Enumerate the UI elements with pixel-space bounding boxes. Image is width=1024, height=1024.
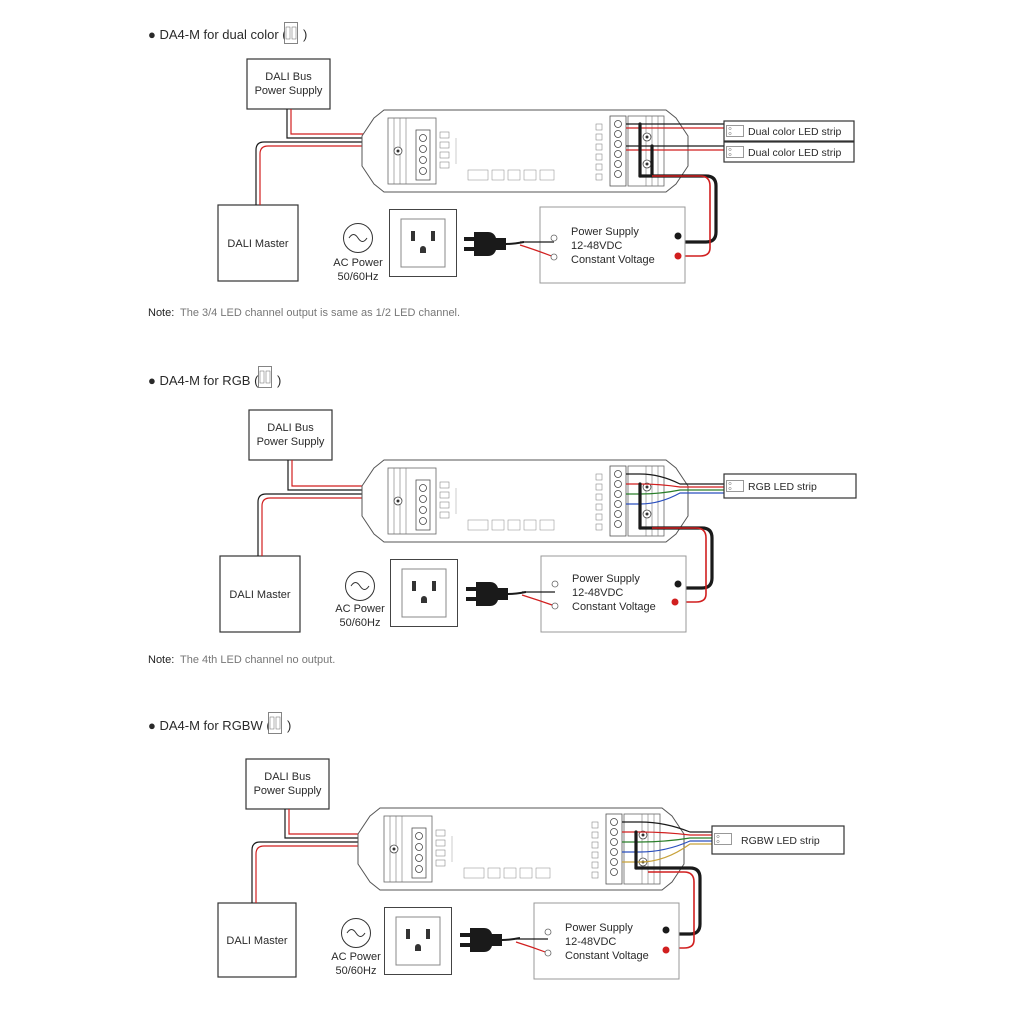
svg-text:DALI Bus: DALI Bus <box>264 771 311 783</box>
connector-icon <box>726 480 744 492</box>
led-strip <box>711 825 845 855</box>
svg-text:Dual color LED strip: Dual color LED strip <box>748 126 842 138</box>
led-strip <box>723 120 855 142</box>
section-heading: ● DA4-M for dual color ( <box>148 27 287 42</box>
dali-bus-power-supply <box>246 58 331 110</box>
wall-outlet-icon <box>384 907 452 975</box>
section-rgb: ● DA4-M for RGB ( ) DALI Bus Power Suppl… <box>148 366 857 666</box>
dali-master <box>217 204 299 282</box>
svg-text:AC Power: AC Power <box>333 257 383 269</box>
svg-text:AC Power: AC Power <box>331 951 381 963</box>
ac-power-icon <box>341 918 371 948</box>
section-rgbw: ● DA4-M for RGBW ( ) DALI Bus Power Supp… <box>148 712 845 980</box>
dali-master <box>217 902 297 978</box>
dip-switch-icon <box>258 366 272 388</box>
svg-text:Constant Voltage: Constant Voltage <box>572 601 656 613</box>
dip-switch-icon <box>268 712 282 734</box>
svg-text:Note:: Note: <box>148 307 174 319</box>
plug-icon <box>466 581 526 607</box>
dip-switch-icon <box>284 22 298 44</box>
svg-text:): ) <box>287 718 291 733</box>
svg-text:Power Supply: Power Supply <box>255 85 323 97</box>
connector-icon <box>726 146 744 158</box>
connector-icon <box>714 833 732 845</box>
svg-text:DALI Bus: DALI Bus <box>265 71 312 83</box>
power-supply <box>540 555 687 633</box>
svg-text:AC Power: AC Power <box>335 603 385 615</box>
wall-outlet-icon <box>389 209 457 277</box>
svg-text:Note:: Note: <box>148 654 174 666</box>
svg-text:DALI Master: DALI Master <box>226 935 287 947</box>
section-dual-color: ● DA4-M for dual color ( ) DALI Bus Powe… <box>148 22 855 319</box>
svg-text:Power Supply: Power Supply <box>571 226 639 238</box>
section-heading: ● DA4-M for RGBW ( <box>148 718 271 733</box>
svg-text:Power Supply: Power Supply <box>565 922 633 934</box>
dali-bus-power-supply <box>248 409 333 461</box>
led-strip <box>723 473 857 499</box>
wall-outlet-icon <box>390 559 458 627</box>
ac-power-icon <box>343 223 373 253</box>
svg-text:Dual color LED strip: Dual color LED strip <box>748 147 842 159</box>
svg-text:Power Supply: Power Supply <box>254 785 322 797</box>
svg-text:The 4th LED channel no output.: The 4th LED channel no output. <box>180 654 335 666</box>
svg-text:12-48VDC: 12-48VDC <box>571 240 622 252</box>
svg-text:12-48VDC: 12-48VDC <box>565 936 616 948</box>
svg-text:DALI Master: DALI Master <box>229 589 290 601</box>
svg-text:The 3/4 LED channel output is: The 3/4 LED channel output is same as 1/… <box>180 307 460 319</box>
svg-text:Power Supply: Power Supply <box>572 573 640 585</box>
section-heading: ● DA4-M for RGB ( <box>148 373 259 388</box>
led-strip <box>723 141 855 163</box>
plug-icon <box>464 231 524 257</box>
svg-text:50/60Hz: 50/60Hz <box>338 271 379 283</box>
power-supply <box>539 206 686 284</box>
power-supply <box>533 902 680 980</box>
svg-text:12-48VDC: 12-48VDC <box>572 587 623 599</box>
svg-text:DALI Bus: DALI Bus <box>267 422 314 434</box>
svg-text:): ) <box>277 373 281 388</box>
svg-text:RGBW LED strip: RGBW LED strip <box>741 835 820 847</box>
svg-text:Power Supply: Power Supply <box>257 436 325 448</box>
svg-text:DALI Master: DALI Master <box>227 238 288 250</box>
svg-text:): ) <box>303 27 307 42</box>
svg-text:Constant Voltage: Constant Voltage <box>565 950 649 962</box>
plug-icon <box>460 927 520 953</box>
dali-bus-power-supply <box>245 758 330 810</box>
ac-power-icon <box>345 571 375 601</box>
svg-text:50/60Hz: 50/60Hz <box>340 617 381 629</box>
svg-text:RGB LED strip: RGB LED strip <box>748 481 817 493</box>
svg-text:Constant Voltage: Constant Voltage <box>571 254 655 266</box>
svg-text:50/60Hz: 50/60Hz <box>336 965 377 977</box>
connector-icon <box>726 125 744 137</box>
dali-master <box>219 555 301 633</box>
